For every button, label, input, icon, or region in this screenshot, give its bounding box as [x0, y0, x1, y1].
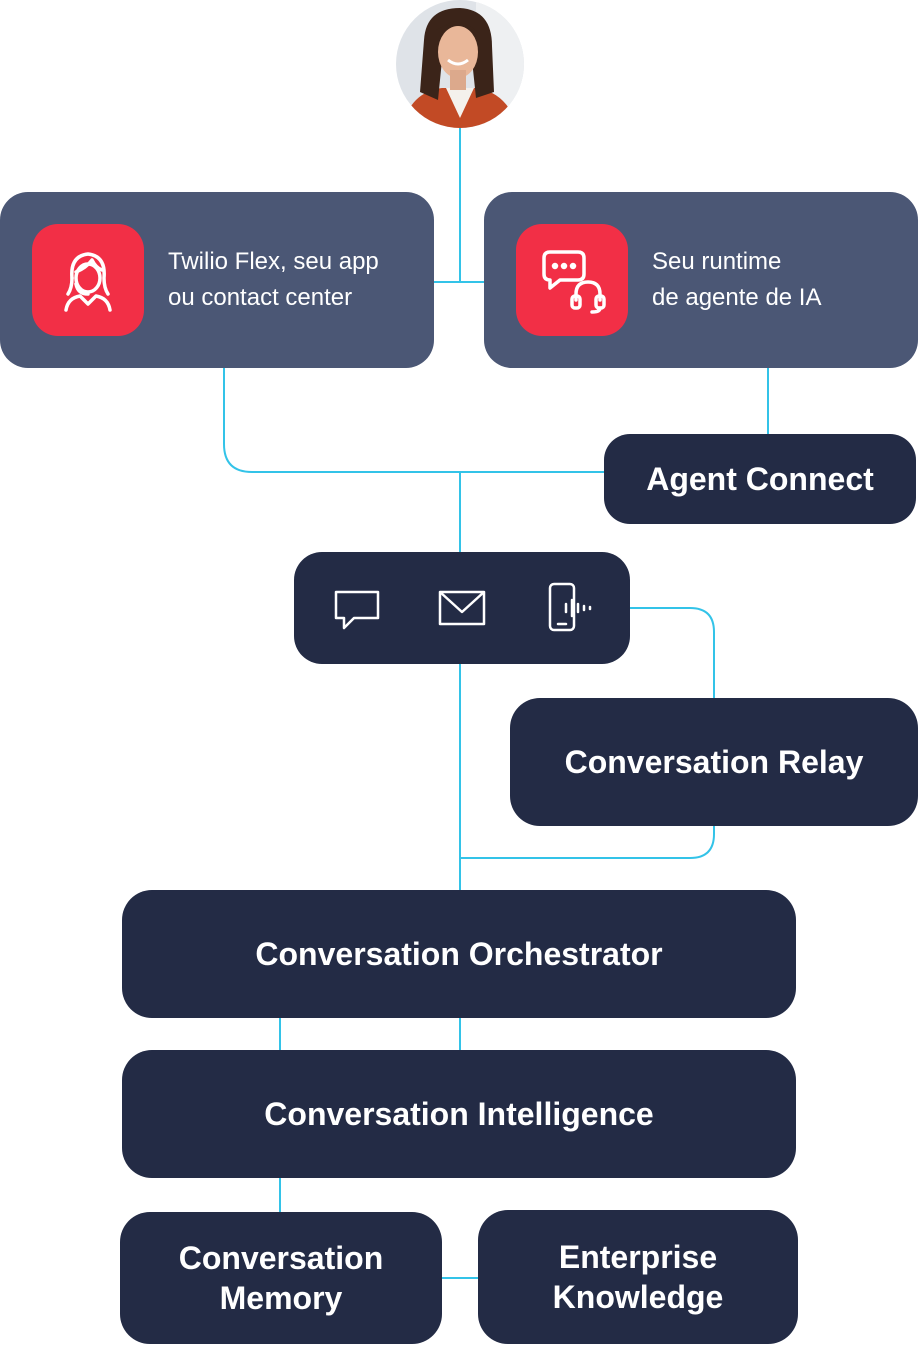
conversation-relay-label: Conversation Relay: [564, 743, 864, 780]
enterprise-knowledge-line2: Knowledge: [552, 1279, 724, 1315]
entry-twilio-flex: Twilio Flex, seu app ou contact center: [0, 192, 434, 368]
conversation-memory-line2: Memory: [219, 1280, 343, 1316]
conversation-orchestrator-label: Conversation Orchestrator: [255, 935, 663, 972]
conversation-intelligence-box: Conversation Intelligence: [122, 1050, 796, 1178]
chat-headset-icon: [516, 224, 628, 336]
connector-orchestrator-to-intelligence: [279, 1018, 461, 1050]
chat-bubble-icon: [334, 590, 380, 630]
conversation-memory-line1: Conversation: [178, 1240, 384, 1276]
conversation-relay-box: Conversation Relay: [510, 698, 918, 826]
enterprise-knowledge-box: Enterprise Knowledge: [478, 1210, 798, 1344]
connector-avatar-to-entry: [434, 128, 484, 283]
enterprise-knowledge-line1: Enterprise: [558, 1239, 718, 1275]
connector-flex-to-hub: [223, 366, 604, 473]
entry-twilio-flex-line1: Twilio Flex, seu app: [168, 248, 379, 275]
phone-voice-icon: [548, 582, 592, 632]
entry-ai-agent-runtime-line1: Seu runtime: [652, 248, 782, 275]
conversation-intelligence-label: Conversation Intelligence: [264, 1095, 654, 1132]
agent-connect-box: Agent Connect: [604, 434, 916, 524]
connector-channels-to-relay: [630, 607, 715, 698]
envelope-icon: [438, 590, 486, 626]
conversation-memory-box: Conversation Memory: [120, 1212, 442, 1344]
entry-ai-agent-runtime: Seu runtime de agente de IA: [484, 192, 918, 368]
connector-relay-to-trunk: [460, 826, 715, 859]
agent-headset-woman-icon: [32, 224, 144, 336]
entry-ai-agent-runtime-line2: de agente de IA: [652, 284, 822, 311]
conversation-orchestrator-box: Conversation Orchestrator: [122, 890, 796, 1018]
person-avatar-icon: [396, 0, 524, 128]
agent-connect-label: Agent Connect: [646, 460, 874, 497]
entry-twilio-flex-line2: ou contact center: [168, 284, 353, 311]
channels-box: [294, 552, 630, 664]
